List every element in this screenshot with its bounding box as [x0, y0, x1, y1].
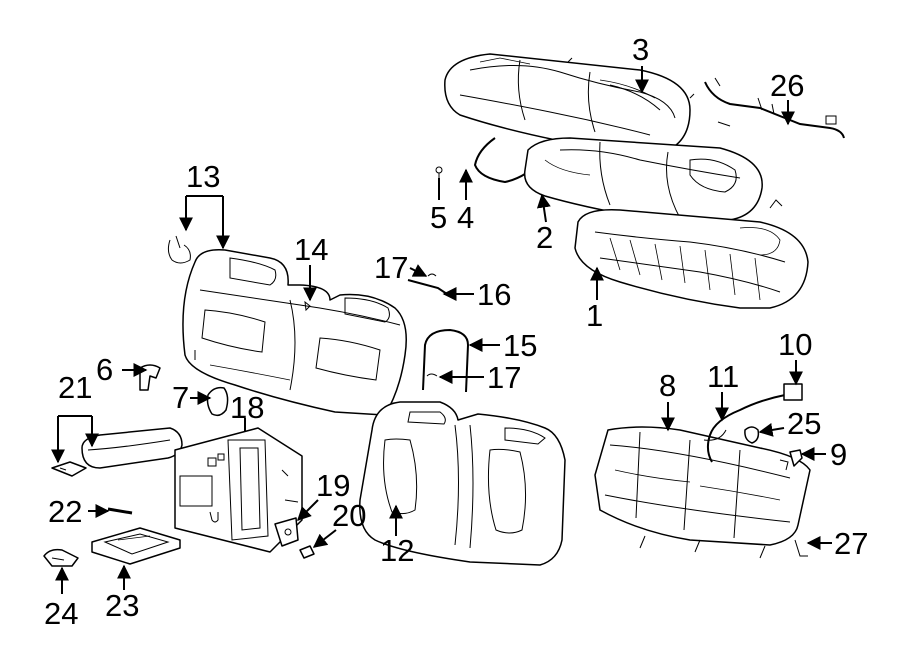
- callout-17a: 17: [374, 250, 408, 285]
- hinge-pin: [107, 507, 133, 515]
- fastener: [304, 300, 311, 312]
- storage-tray: [91, 527, 181, 565]
- callout-9: 9: [830, 437, 847, 472]
- leader-25: [758, 423, 785, 437]
- callout-numbers: 1 2 3 4 5 6 7 8 9 10 11 12 13 14 15 16 1…: [44, 32, 868, 631]
- callout-24: 24: [44, 596, 78, 631]
- callout-20: 20: [332, 498, 366, 533]
- callout-6: 6: [96, 352, 113, 387]
- wire-harness: [704, 77, 845, 139]
- callout-12: 12: [380, 533, 414, 568]
- callout-5: 5: [430, 200, 447, 235]
- guide-rod: [422, 328, 470, 393]
- callout-15: 15: [503, 328, 537, 363]
- callout-10: 10: [778, 327, 812, 362]
- cover-clip: [167, 235, 191, 264]
- callout-16: 16: [477, 277, 511, 312]
- retainer-rod: [407, 273, 451, 297]
- seat-back-pad: [359, 401, 566, 566]
- leader-lines: [51, 66, 832, 594]
- callout-17b: 17: [487, 360, 521, 395]
- seat-cushion-frame: [574, 199, 809, 309]
- callout-3: 3: [632, 32, 649, 67]
- armrest: [81, 427, 183, 469]
- seat-cushion-pad: [523, 137, 763, 226]
- leader-2: [536, 193, 551, 223]
- latch-cover: [206, 386, 229, 417]
- callout-1: 1: [586, 298, 603, 333]
- tray-latch: [43, 548, 79, 567]
- callout-11: 11: [707, 359, 739, 394]
- seat-back-cover: [182, 249, 407, 429]
- callout-4: 4: [457, 200, 474, 235]
- leader-17a: [409, 264, 428, 277]
- callout-18: 18: [230, 390, 264, 425]
- leader-20: [312, 529, 337, 548]
- callout-19: 19: [316, 468, 350, 503]
- hinge-cover: [139, 364, 161, 391]
- mount-bracket: [274, 517, 299, 547]
- callout-14: 14: [294, 232, 328, 267]
- callout-21: 21: [58, 370, 92, 405]
- armrest-bracket: [51, 461, 87, 477]
- callout-26: 26: [770, 68, 804, 103]
- callout-22: 22: [48, 494, 82, 529]
- callout-27: 27: [834, 526, 868, 561]
- leader-19: [297, 499, 319, 521]
- release-bezel: [744, 426, 760, 444]
- callout-13: 13: [186, 159, 220, 194]
- callout-7: 7: [172, 380, 189, 415]
- callout-25: 25: [787, 406, 821, 441]
- seat-back-frame: [594, 426, 811, 559]
- callout-8: 8: [659, 368, 676, 403]
- callout-2: 2: [536, 220, 553, 255]
- bolt: [299, 545, 315, 559]
- callout-23: 23: [105, 588, 139, 623]
